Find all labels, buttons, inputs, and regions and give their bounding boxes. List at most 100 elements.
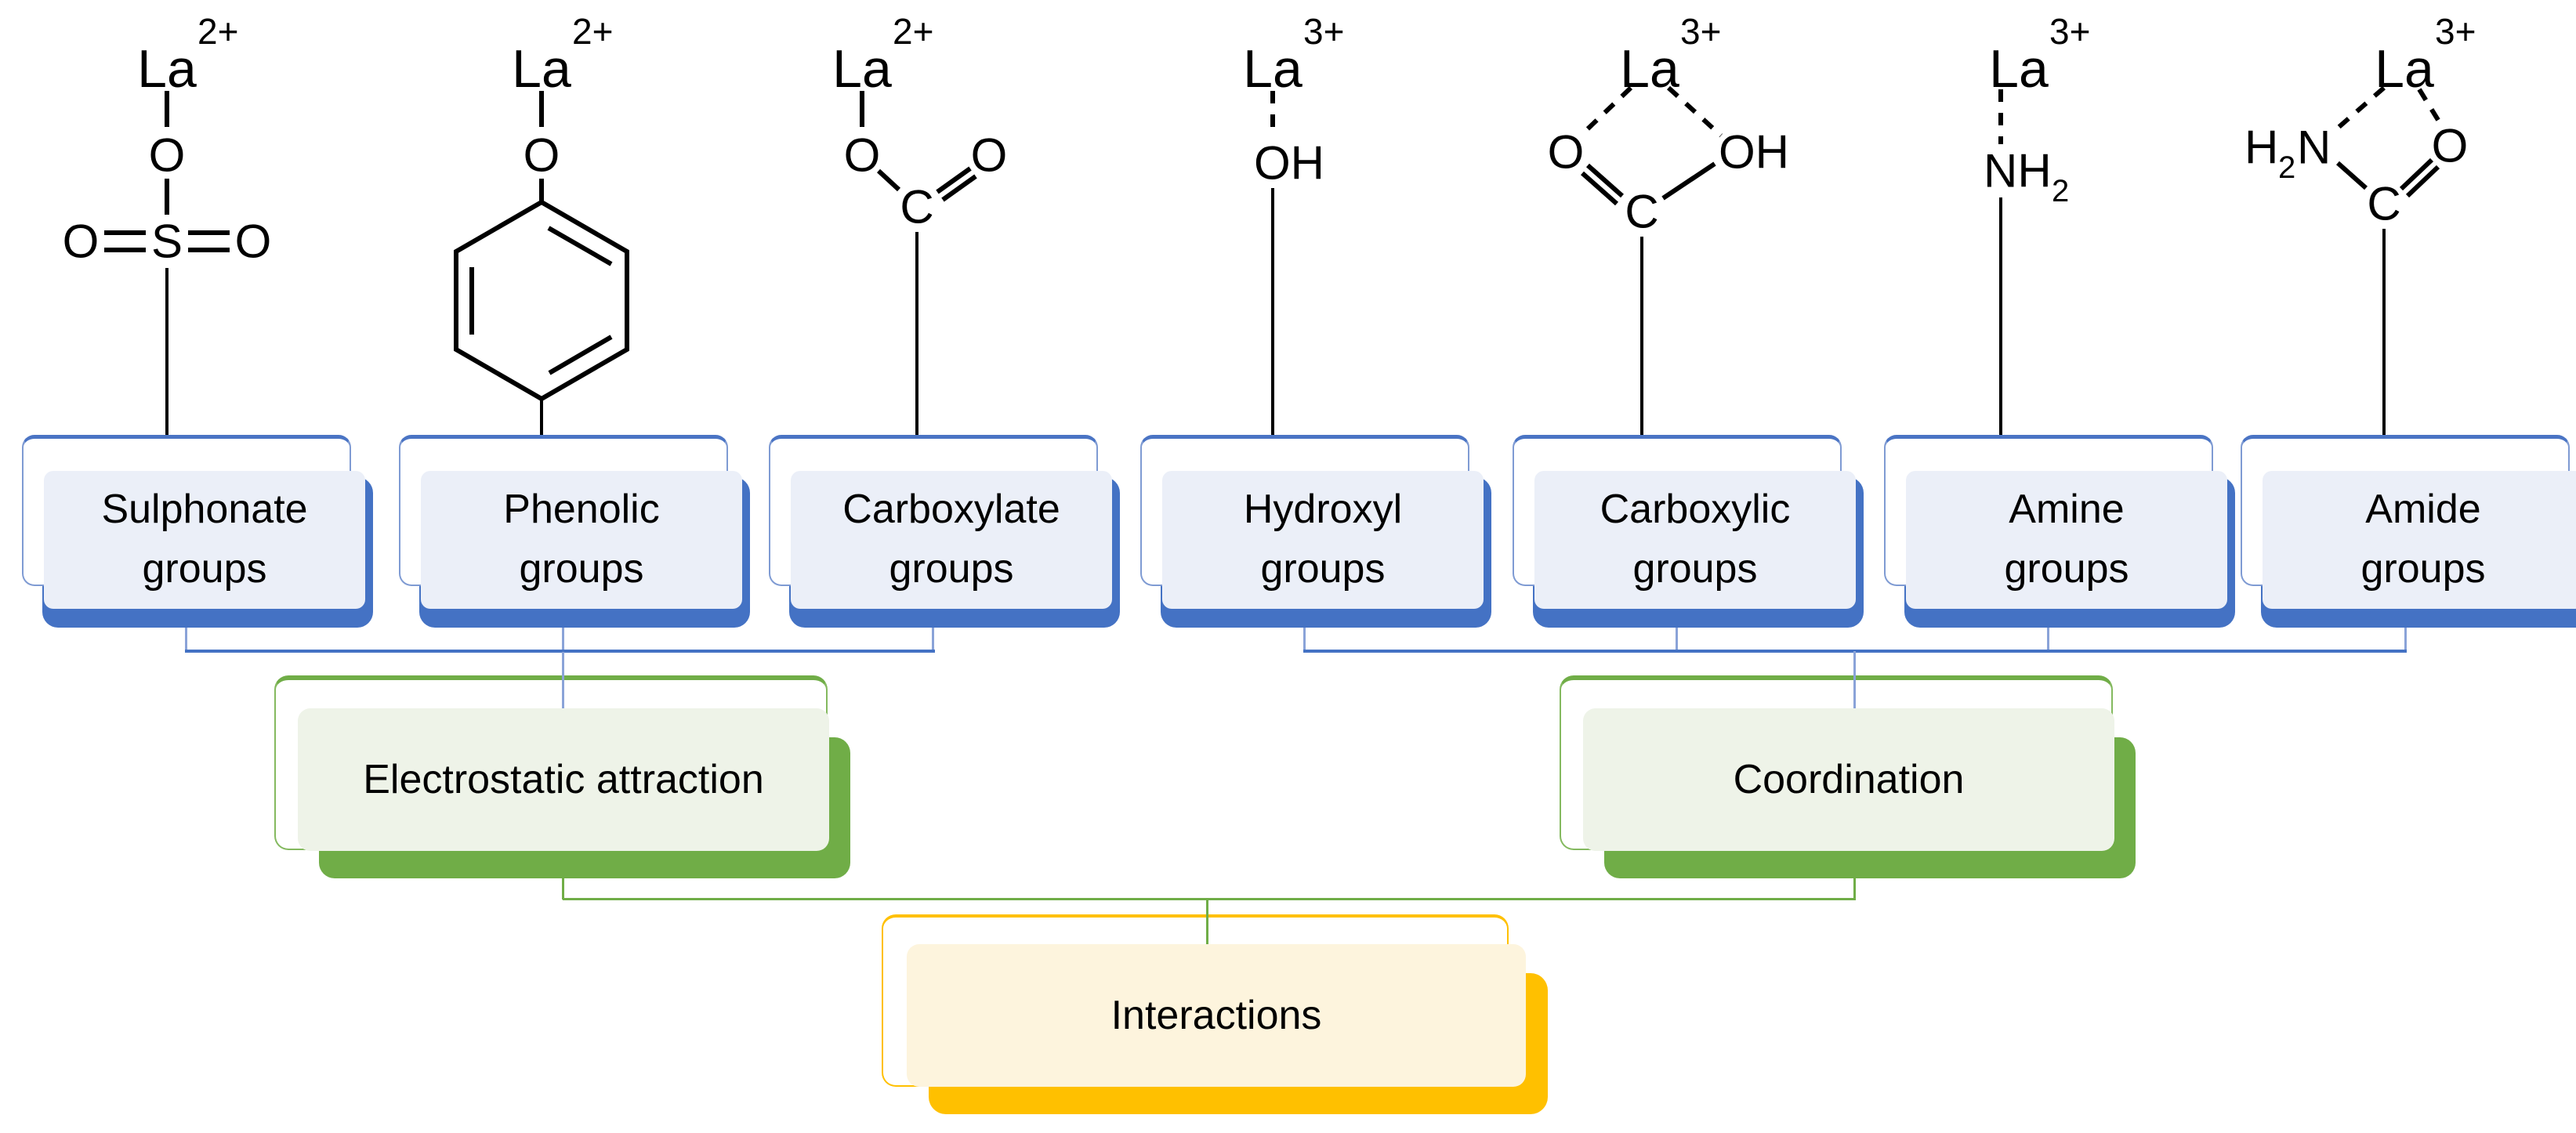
node-carboxylate-groups: Carboxylate groups <box>769 435 1120 628</box>
node-phenolic-groups: Phenolic groups <box>399 435 750 628</box>
structure-phenolic: La 2+ O <box>454 11 629 436</box>
connector-bottom-horizontal <box>563 898 1856 900</box>
node-label-line2: groups <box>519 546 644 592</box>
atom-label-o: O <box>524 129 560 182</box>
atom-label-o: O <box>2432 120 2469 172</box>
benzene-ring <box>454 199 629 402</box>
ion-charge-label: 3+ <box>1303 11 1344 52</box>
double-bond-line <box>936 166 972 194</box>
node-label: Sulphonate groups <box>101 480 307 599</box>
atom-label-c: C <box>900 181 933 233</box>
node-label-line2: groups <box>2360 546 2486 592</box>
node-sulphonate-groups: Sulphonate groups <box>22 435 373 628</box>
chemical-structures: La 2+ O O S O La 2+ O <box>63 11 2476 436</box>
node-label-line1: Sulphonate <box>101 487 308 533</box>
connector-left-horizontal <box>185 650 935 653</box>
la-ion-label: La <box>512 39 571 99</box>
double-bond-line <box>2399 157 2434 191</box>
structure-hydroxyl: La 3+ OH <box>1243 11 1344 436</box>
dashed-bond-line <box>2334 85 2386 132</box>
bond-line <box>1661 161 1716 201</box>
atom-label-h: H <box>2244 121 2278 174</box>
node-label-line2: groups <box>142 546 267 592</box>
bond-line <box>876 168 901 192</box>
node-label: Carboxylate groups <box>842 480 1060 599</box>
node-fill: Amine groups <box>1906 471 2227 609</box>
ion-charge-label: 2+ <box>893 11 933 52</box>
atom-label-n: N <box>2297 121 2331 174</box>
structure-carboxylate: La 2+ O C O <box>832 11 1007 436</box>
la-ion-label: La <box>832 39 892 99</box>
node-coordination: Coordination <box>1560 675 2136 878</box>
node-label-line1: Carboxylate <box>842 487 1060 533</box>
atom-label-c: C <box>2367 178 2400 230</box>
node-carboxylic-groups: Carboxylic groups <box>1513 435 1864 628</box>
node-label: Interactions <box>1110 993 1322 1038</box>
connector-stub-carboxylate <box>932 627 934 652</box>
node-label: Carboxylic groups <box>1600 480 1791 599</box>
connector-stub-phenolic <box>562 627 564 653</box>
ion-charge-label: 2+ <box>197 11 238 52</box>
dashed-bond-line <box>1666 85 1723 138</box>
node-hydroxyl-groups: Hydroxyl groups <box>1140 435 1491 628</box>
atom-label-o: O <box>1548 126 1585 179</box>
node-label-line2: groups <box>1632 546 1758 592</box>
connector-drop-coordination <box>1853 651 1856 708</box>
double-bond-line <box>2405 165 2440 198</box>
ion-charge-label: 3+ <box>1680 11 1721 52</box>
node-fill: Carboxylic groups <box>1534 471 1856 609</box>
double-bond-line <box>941 174 977 202</box>
atom-label-oh: OH <box>1719 126 1789 179</box>
connector-stub-amine <box>2047 627 2049 652</box>
node-label-line1: Amine <box>2009 487 2125 533</box>
node-label: Hydroxyl groups <box>1244 480 1402 599</box>
node-fill: Coordination <box>1583 708 2114 851</box>
structure-sulphonate: La 2+ O O S O <box>63 11 271 436</box>
ion-charge-label: 3+ <box>2049 11 2090 52</box>
atom-label-oh: OH <box>1254 137 1324 190</box>
aromatic-bond-line <box>548 335 613 375</box>
node-label-line1: Hydroxyl <box>1243 487 1403 533</box>
node-fill: Sulphonate groups <box>44 471 365 609</box>
atom-subscript: 2 <box>2052 174 2069 208</box>
node-fill: Interactions <box>907 944 1526 1087</box>
node-label: Amide groups <box>2361 480 2486 599</box>
connector-stub-coordination <box>1853 860 1856 900</box>
node-amide-groups: Amide groups <box>2241 435 2576 628</box>
connector-drop-interactions <box>1206 900 1208 944</box>
connector-stub-hydroxyl <box>1303 627 1306 652</box>
connector-stub-carboxylic <box>1676 627 1678 652</box>
node-label-line1: Amide <box>2365 487 2481 533</box>
connector-stub-amide <box>2404 627 2407 652</box>
node-label: Phenolic groups <box>503 480 659 599</box>
node-label-line2: groups <box>1260 546 1386 592</box>
double-bond-line <box>1586 163 1624 198</box>
connector-stub-sulphonate <box>185 627 187 652</box>
node-label-line1: Carboxylic <box>1600 487 1791 533</box>
la-ion-label: La <box>1989 39 2049 99</box>
bond-line <box>2336 161 2368 190</box>
node-fill: Amide groups <box>2263 471 2576 609</box>
structure-amide: La 3+ H 2 N O C <box>2244 11 2476 436</box>
connector-stub-electrostatic <box>562 860 564 900</box>
la-ion-label: La <box>1243 39 1302 99</box>
node-label: Coordination <box>1733 757 1965 802</box>
structure-amine: La 3+ NH 2 <box>1984 11 2090 436</box>
dashed-bond-line <box>1579 85 1633 137</box>
connector-drop-electrostatic <box>562 652 564 708</box>
atom-label-o: O <box>149 129 186 182</box>
node-interactions: Interactions <box>882 914 1548 1114</box>
node-electrostatic-attraction: Electrostatic attraction <box>274 675 850 878</box>
atom-label-c: C <box>1625 186 1658 238</box>
double-bond-line <box>1581 171 1618 206</box>
atom-label-nh: NH <box>1984 145 2052 197</box>
ion-charge-label: 2+ <box>572 11 613 52</box>
aromatic-bond-line <box>547 226 613 266</box>
structure-carboxylic: La 3+ O OH C <box>1548 11 1789 436</box>
node-fill: Phenolic groups <box>421 471 742 609</box>
node-fill: Carboxylate groups <box>791 471 1112 609</box>
ion-charge-label: 3+ <box>2435 11 2476 52</box>
node-fill: Electrostatic attraction <box>298 708 829 851</box>
atom-label-o: O <box>63 215 100 268</box>
atom-subscript: 2 <box>2278 150 2295 185</box>
